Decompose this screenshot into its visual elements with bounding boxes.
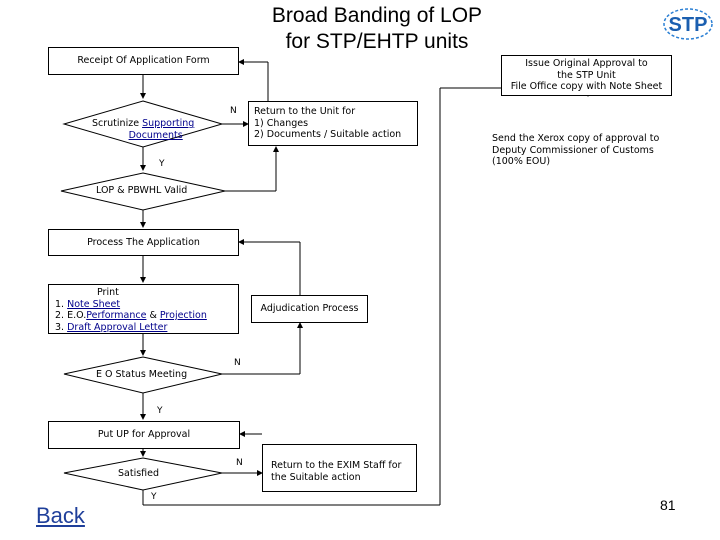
title-line-2: for STP/EHTP units: [285, 30, 469, 53]
return-exim-box: Return to the EXIM Staff for the Suitabl…: [262, 444, 417, 492]
satisfied-diamond: [63, 457, 223, 491]
print-item-1: 1. Note Sheet: [55, 299, 238, 311]
projection-link[interactable]: Projection: [159, 310, 207, 321]
return-unit-box: Return to the Unit for 1) Changes 2) Doc…: [248, 101, 418, 146]
return-exim-line-1: Return to the EXIM Staff for: [271, 460, 402, 471]
yes-label-scrutinize: Y: [159, 159, 165, 169]
process-box: Process The Application: [48, 229, 239, 256]
performance-link[interactable]: Performance: [86, 310, 147, 321]
page-title: Broad Banding of LOP for STP/EHTP units: [252, 3, 502, 55]
return-unit-line-1: Return to the Unit for: [254, 106, 356, 117]
receipt-box: Receipt Of Application Form: [48, 47, 239, 75]
adjudication-label: Adjudication Process: [260, 303, 359, 315]
lop-diamond: [60, 172, 226, 211]
scrutinize-label: Scrutinize: [92, 118, 143, 129]
send-copy-text: Send the Xerox copy of approval to Deput…: [492, 133, 659, 168]
return-unit-line-2: 1) Changes: [254, 117, 309, 129]
send-line-2: Deputy Commissioner of Customs: [492, 144, 654, 156]
process-label: Process The Application: [87, 236, 200, 248]
no-label-eo: N: [234, 358, 241, 368]
issue-approval-box: Issue Original Approval to the STP Unit …: [501, 55, 672, 96]
draft-approval-letter-link[interactable]: Draft Approval Letter: [67, 321, 168, 333]
eo-status-diamond: [63, 356, 223, 394]
no-label-satisfied: N: [236, 458, 243, 468]
issue-line-3: File Office copy with Note Sheet: [510, 81, 663, 92]
scrutinize-diamond: [62, 100, 224, 148]
documents-link[interactable]: Documents: [128, 129, 183, 141]
issue-line-1: Issue Original Approval to: [525, 58, 648, 69]
yes-label-eo: Y: [157, 406, 163, 416]
receipt-label: Receipt Of Application Form: [77, 55, 210, 67]
scrutinize-text: Scrutinize Supporting Documents: [92, 118, 194, 141]
no-label-scrutinize: N: [230, 106, 237, 116]
page-number: 81: [660, 497, 676, 513]
issue-line-2: the STP Unit: [557, 69, 616, 81]
satisfied-label: Satisfied: [118, 468, 160, 479]
adjudication-box: Adjudication Process: [251, 295, 368, 323]
lop-valid-label: LOP & PBWHL Valid: [96, 185, 188, 196]
put-up-box: Put UP for Approval: [48, 421, 240, 449]
back-link[interactable]: Back: [36, 503, 85, 528]
note-sheet-link[interactable]: Note Sheet: [67, 298, 121, 310]
title-line-1: Broad Banding of LOP: [271, 4, 483, 27]
print-item-2: 2. E.O.Performance & Projection: [55, 310, 238, 322]
eo-status-label: E O Status Meeting: [96, 369, 188, 380]
return-unit-line-3: 2) Documents / Suitable action: [254, 129, 402, 140]
logo-text: STP: [669, 14, 708, 36]
print-item-3-prefix: 3.: [55, 321, 68, 333]
print-box: Print 1. Note Sheet 2. E.O.Performance &…: [48, 284, 239, 334]
yes-label-satisfied: Y: [151, 492, 157, 502]
print-item-2-prefix: 2. E.O.: [55, 310, 87, 321]
print-item-2-mid: &: [146, 310, 160, 321]
print-item-3: 3. Draft Approval Letter: [55, 322, 238, 334]
print-item-1-prefix: 1.: [55, 298, 68, 310]
send-line-1: Send the Xerox copy of approval to: [492, 133, 660, 144]
print-heading: Print: [97, 287, 119, 298]
supporting-link[interactable]: Supporting: [142, 118, 195, 129]
send-line-3: (100% EOU): [492, 156, 551, 167]
return-exim-line-2: the Suitable action: [271, 471, 361, 483]
put-up-label: Put UP for Approval: [97, 429, 191, 441]
stp-logo: STP: [660, 4, 716, 44]
